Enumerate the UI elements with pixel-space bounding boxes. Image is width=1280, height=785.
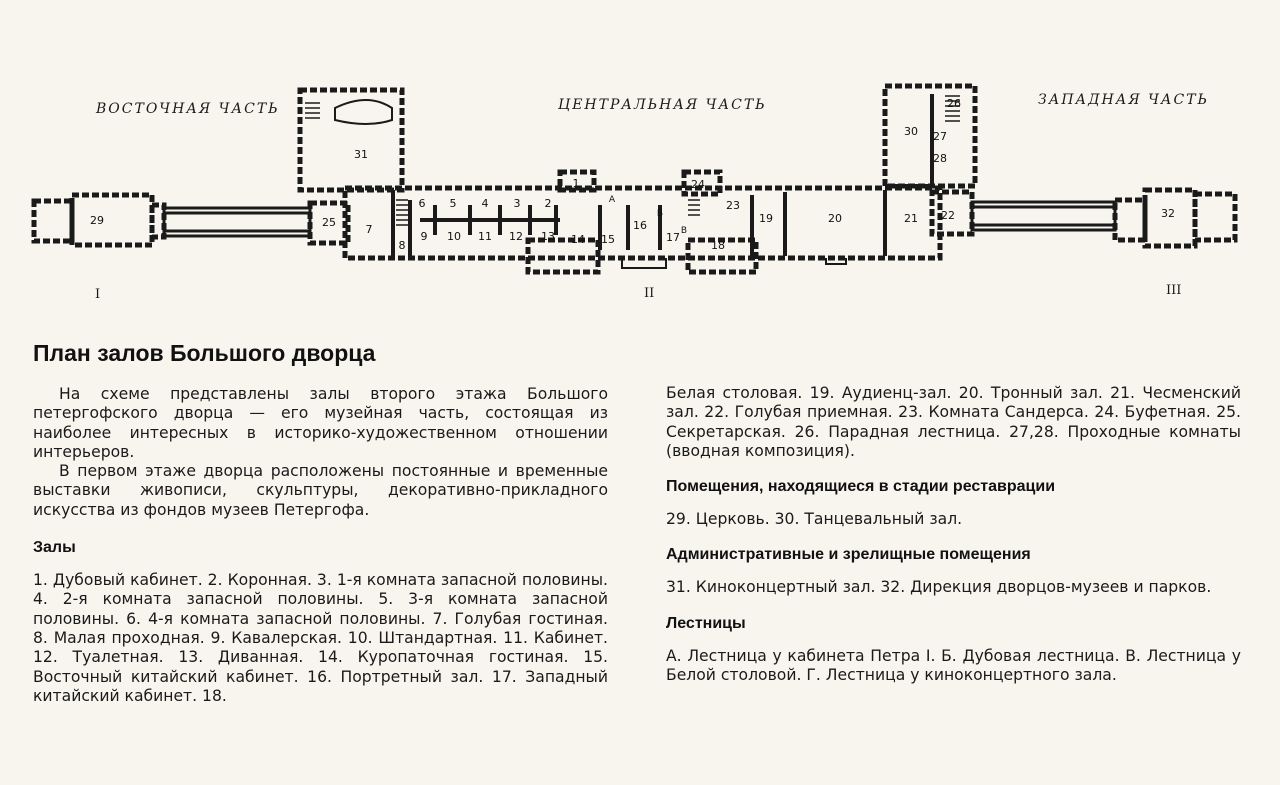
room-number-18: 18	[711, 239, 725, 252]
west-gallery	[970, 200, 1117, 232]
east-pavilion-side	[31, 198, 75, 244]
room-number-1: 1	[573, 177, 580, 190]
central-building	[342, 185, 943, 261]
east-gallery	[162, 206, 312, 238]
room-number-12: 12	[509, 230, 523, 243]
room-number-27: 27	[933, 130, 947, 143]
room-number-10: 10	[447, 230, 461, 243]
right-column: Белая столовая. 19. Аудиенц-зал. 20. Тро…	[666, 384, 1241, 685]
room-number-20: 20	[828, 212, 842, 225]
wing-label-west: ЗАПАДНАЯ ЧАСТЬ	[1038, 92, 1209, 108]
room-number-7: 7	[366, 223, 373, 236]
stairs-heading: Лестницы	[666, 614, 746, 632]
halls-list-continuation: Белая столовая. 19. Аудиенц-зал. 20. Тро…	[666, 384, 1241, 460]
page-title: План залов Большого дворца	[33, 340, 376, 366]
stair-letter: А	[609, 195, 616, 205]
room-number-31: 31	[354, 148, 368, 161]
room-number-2: 2	[545, 197, 552, 210]
room-number-32: 32	[1161, 207, 1175, 220]
room-number-16: 16	[633, 219, 647, 232]
room-number-6: 6	[419, 197, 426, 210]
room-number-8: 8	[399, 239, 406, 252]
wing-label-central: ЦЕНТРАЛЬНАЯ ЧАСТЬ	[558, 97, 767, 113]
room-number-14: 14	[571, 233, 585, 246]
room-number-30: 30	[904, 125, 918, 138]
west-pavilion-directorate	[1142, 187, 1198, 249]
concert-hall-block	[297, 87, 405, 193]
left-column: На схеме представлены залы второго этажа…	[33, 385, 608, 706]
admin-list: 31. Киноконцертный зал. 32. Дирекция дво…	[666, 578, 1212, 597]
room-number-21: 21	[904, 212, 918, 225]
intro-paragraph-1: На схеме представлены залы второго этажа…	[33, 385, 608, 461]
room-number-15: 15	[601, 233, 615, 246]
room-number-24: 24	[691, 178, 705, 191]
intro-paragraph-2: В первом этаже дворца расположены постоя…	[33, 462, 608, 519]
room-number-9: 9	[421, 230, 428, 243]
admin-heading: Административные и зрелищные помещения	[666, 546, 1031, 564]
halls-heading: Залы	[33, 539, 76, 557]
room-number-17: 17	[666, 231, 680, 244]
room-number-4: 4	[482, 197, 489, 210]
room-number-5: 5	[450, 197, 457, 210]
restoration-heading: Помещения, находящиеся в стадии реставра…	[666, 478, 1056, 496]
east-pavilion-church	[69, 192, 155, 248]
stairs-list: А. Лестница у кабинета Петра I. Б. Дубов…	[666, 646, 1241, 685]
room-number-29: 29	[90, 214, 104, 227]
room-number-3: 3	[514, 197, 521, 210]
section-number-west: III	[1166, 283, 1182, 298]
room-number-28: 28	[933, 152, 947, 165]
section-number-east: I	[95, 287, 101, 302]
room-number-22: 22	[941, 209, 955, 222]
restoration-list: 29. Церковь. 30. Танцевальный зал.	[666, 510, 963, 529]
wing-label-east: ВОСТОЧНАЯ ЧАСТЬ	[96, 101, 280, 117]
room-number-25: 25	[322, 216, 336, 229]
section-number-central: II	[644, 286, 655, 301]
room-number-23: 23	[726, 199, 740, 212]
room-number-26: 26	[947, 97, 961, 110]
stair-letter: Б	[657, 209, 663, 219]
room-number-13: 13	[541, 230, 555, 243]
halls-list: 1. Дубовый кабинет. 2. Коронная. 3. 1-я …	[33, 571, 608, 705]
room-number-19: 19	[759, 212, 773, 225]
stair-letter: В	[681, 226, 687, 236]
room-number-11: 11	[478, 230, 492, 243]
